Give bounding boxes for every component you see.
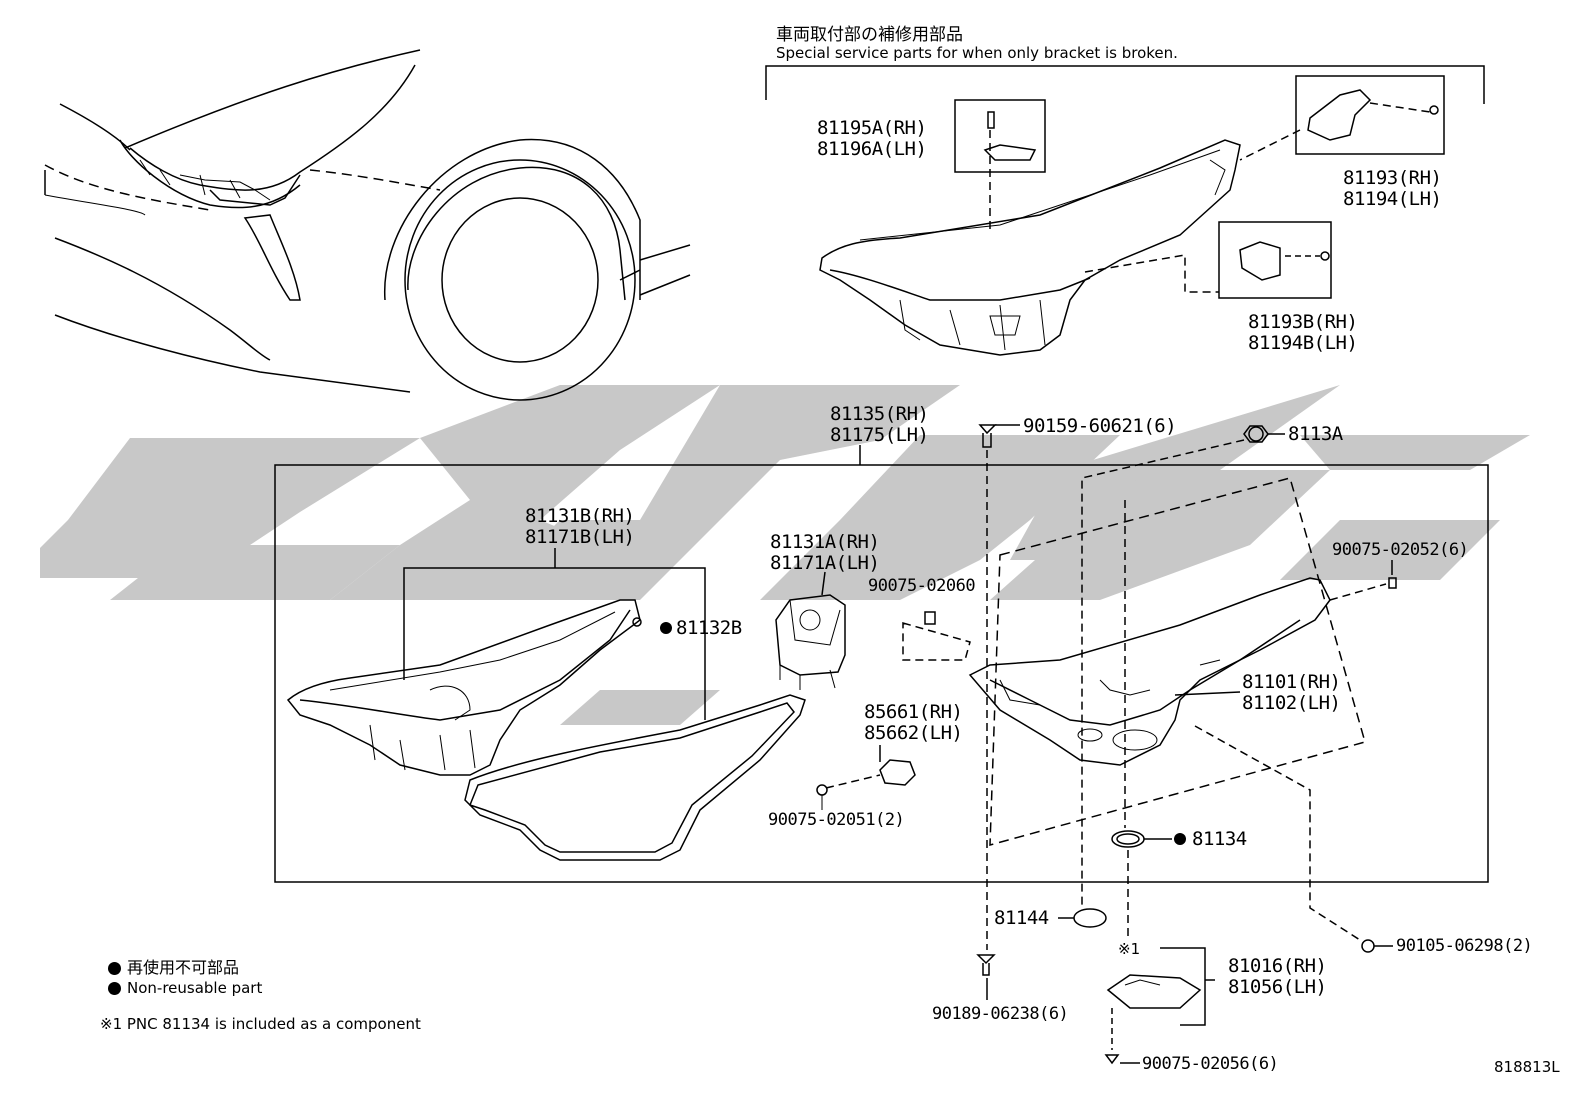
part-box-81193 [1239,75,1445,161]
cap-81144 [1058,908,1107,928]
bolt-90189 [976,954,996,1000]
label-90075-02052: 90075-02052(6) [1332,540,1469,560]
label-81134: 81134 [1192,828,1247,850]
label-81193b: 81193B(RH)81194B(LH) [1248,311,1358,354]
screw-90075-02052 [1329,560,1397,601]
bullet-icon [108,982,121,995]
label-90075-02056: 90075-02056(6) [1142,1054,1279,1074]
actuator-85661 [816,745,916,810]
headlamp-housing-main [968,577,1331,766]
label-90159: 90159-60621(6) [1023,415,1177,437]
nut-8113a [1081,425,1285,910]
label-ref1: ※1 [1118,940,1141,958]
header-jp-title: 車両取付部の補修用部品 [776,25,963,45]
gasket-81132b [464,694,806,861]
watermark-logo [40,385,1530,725]
label-81193: 81193(RH)81194(LH) [1343,167,1442,210]
label-90105: 90105-06298(2) [1396,936,1533,956]
label-90075-02051: 90075-02051(2) [768,810,905,830]
nonreusable-dot-81134 [1174,833,1186,845]
oring-81134 [1111,500,1172,940]
legend-en: Non-reusable part [108,979,262,997]
legend-note: ※1 PNC 81134 is included as a component [100,1015,421,1033]
diagram-code: 818813L [1494,1058,1560,1076]
bullet-icon [108,962,121,975]
headlamp-lens-assembly [286,599,642,776]
dashed-enclosure [989,477,1366,846]
legend-jp: 再使用不可部品 [108,954,239,978]
label-81195a: 81195A(RH)81196A(LH) [817,117,927,160]
label-81131a: 81131A(RH)81171A(LH) [770,531,880,574]
service-parts-bracket [765,65,1485,104]
label-81144: 81144 [994,907,1049,929]
label-90075-02060: 90075-02060 [868,576,976,596]
screw-90075-02060 [902,611,971,661]
label-8113a: 8113A [1288,423,1343,445]
label-85661: 85661(RH)85662(LH) [864,701,963,744]
part-box-81195a [954,99,1046,230]
label-81131b: 81131B(RH)81171B(LH) [525,505,635,548]
label-81135: 81135(RH)81175(LH) [830,403,929,446]
headlamp-housing-top [819,139,1241,356]
label-81132b: 81132B [676,617,742,639]
part-box-81193b [1084,221,1332,299]
nonreusable-dot-81132b [660,622,672,634]
assembly-frame [274,464,1489,883]
screw-90105 [1194,725,1393,953]
module-81016 [1104,947,1215,1065]
bolt-90159 [978,424,1020,950]
lamp-unit-81131a [775,571,846,690]
label-81016: 81016(RH)81056(LH) [1228,955,1327,998]
label-81101: 81101(RH)81102(LH) [1242,671,1341,714]
label-90189: 90189-06238(6) [932,1004,1069,1024]
car-front-illustration [44,49,691,401]
header-en-title: Special service parts for when only brac… [776,44,1178,62]
